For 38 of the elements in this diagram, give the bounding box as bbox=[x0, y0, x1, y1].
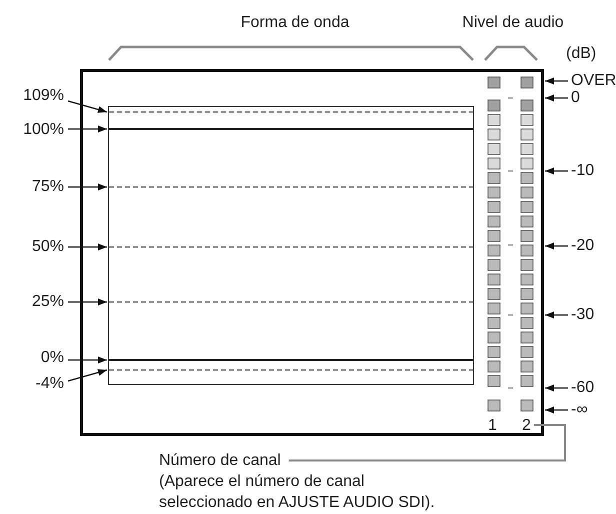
leader-line bbox=[68, 100, 108, 113]
leader-line bbox=[68, 184, 107, 190]
unit-label: (dB) bbox=[566, 44, 596, 64]
callout-note: (Aparece el número de canal seleccionado en AJUSTE AUDIO SDI). bbox=[159, 472, 436, 513]
scale-label: -10 bbox=[571, 161, 594, 181]
leader-line bbox=[288, 424, 566, 462]
scale-label: -30 bbox=[571, 305, 594, 325]
scale-label: 25% bbox=[32, 292, 64, 312]
channel-number: 2 bbox=[522, 416, 531, 434]
callout-title: Número de canal bbox=[159, 451, 281, 471]
waveform-frame bbox=[108, 106, 474, 385]
leader-line bbox=[68, 126, 107, 132]
scale-label: -4% bbox=[36, 374, 64, 394]
section-heading: Nivel de audio bbox=[462, 13, 564, 33]
scale-label: 0 bbox=[571, 88, 580, 108]
leader-line bbox=[68, 298, 107, 306]
leader-line bbox=[68, 244, 107, 250]
scale-label: 50% bbox=[32, 237, 64, 257]
scale-label: -∞ bbox=[571, 400, 588, 420]
scale-label: 75% bbox=[32, 177, 64, 197]
leader-line bbox=[68, 369, 108, 382]
section-heading: Forma de onda bbox=[240, 13, 350, 33]
leader-line bbox=[68, 356, 107, 364]
scale-label: 0% bbox=[40, 348, 64, 368]
leader-line bbox=[545, 242, 568, 250]
scale-label: -60 bbox=[571, 378, 594, 398]
scale-label: OVER bbox=[571, 71, 616, 91]
scale-label: 109% bbox=[23, 86, 64, 106]
leader-line bbox=[545, 312, 568, 318]
leader-line bbox=[545, 406, 568, 414]
leader-line bbox=[545, 94, 568, 102]
scale-label: -20 bbox=[571, 236, 594, 256]
leader-line bbox=[545, 168, 568, 174]
leader-line bbox=[545, 78, 568, 84]
leader-line bbox=[545, 384, 568, 392]
scale-label: 100% bbox=[23, 120, 64, 140]
channel-number: 1 bbox=[488, 416, 497, 434]
monitor-screen bbox=[80, 69, 544, 436]
